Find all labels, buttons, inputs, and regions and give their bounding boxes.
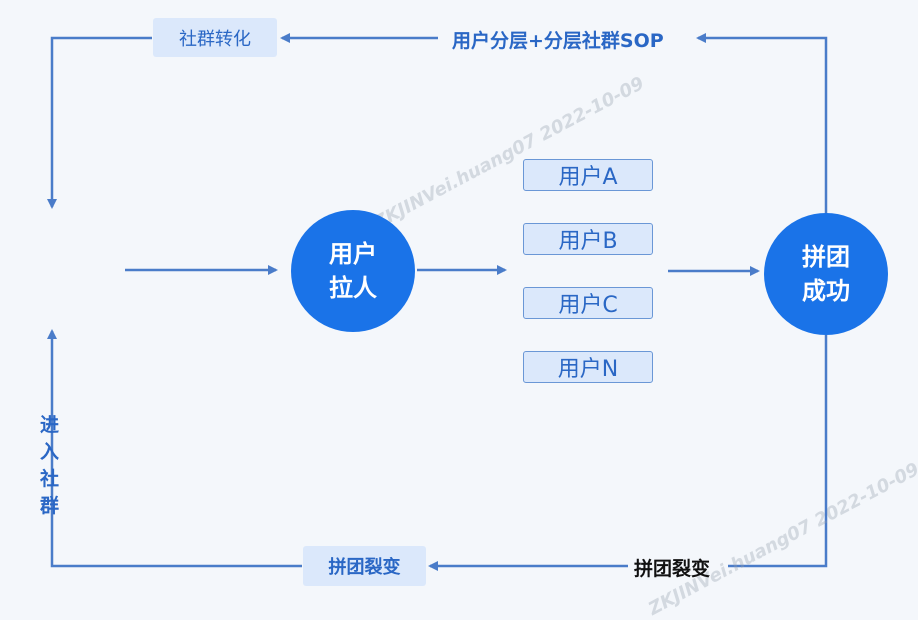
connector-left-up: [47, 329, 302, 568]
label-join-char: 进: [40, 414, 60, 436]
label-join-community: 进 入 社 群: [40, 412, 59, 520]
connector-right-bottom: [728, 335, 828, 568]
circle-group-success-line2: 成功: [802, 277, 850, 305]
label-join-char: 入: [40, 441, 60, 463]
label-join-char: 社: [40, 468, 60, 490]
circle-user-invite-line2: 拉人: [329, 274, 377, 302]
connector-left-down: [47, 36, 152, 209]
label-join-char: 群: [40, 495, 60, 517]
box-user-a: 用户A: [523, 159, 653, 191]
circle-group-success: 拼团 成功: [764, 213, 888, 335]
box-user-b: 用户B: [523, 223, 653, 255]
connector-right-top: [696, 33, 828, 215]
box-user-n: 用户N: [523, 351, 653, 383]
circle-group-success-line1: 拼团: [802, 243, 850, 271]
pill-group-fission: 拼团裂变: [303, 546, 426, 586]
box-user-c: 用户C: [523, 287, 653, 319]
pill-community-conversion: 社群转化: [153, 18, 277, 57]
diagram-connectors: [47, 33, 828, 571]
label-group-fission: 拼团裂变: [634, 558, 711, 580]
circle-user-invite: 用户 拉人: [291, 210, 415, 332]
label-user-layering-sop: 用户分层+分层社群SOP: [452, 30, 664, 52]
circle-user-invite-line1: 用户: [329, 240, 377, 268]
